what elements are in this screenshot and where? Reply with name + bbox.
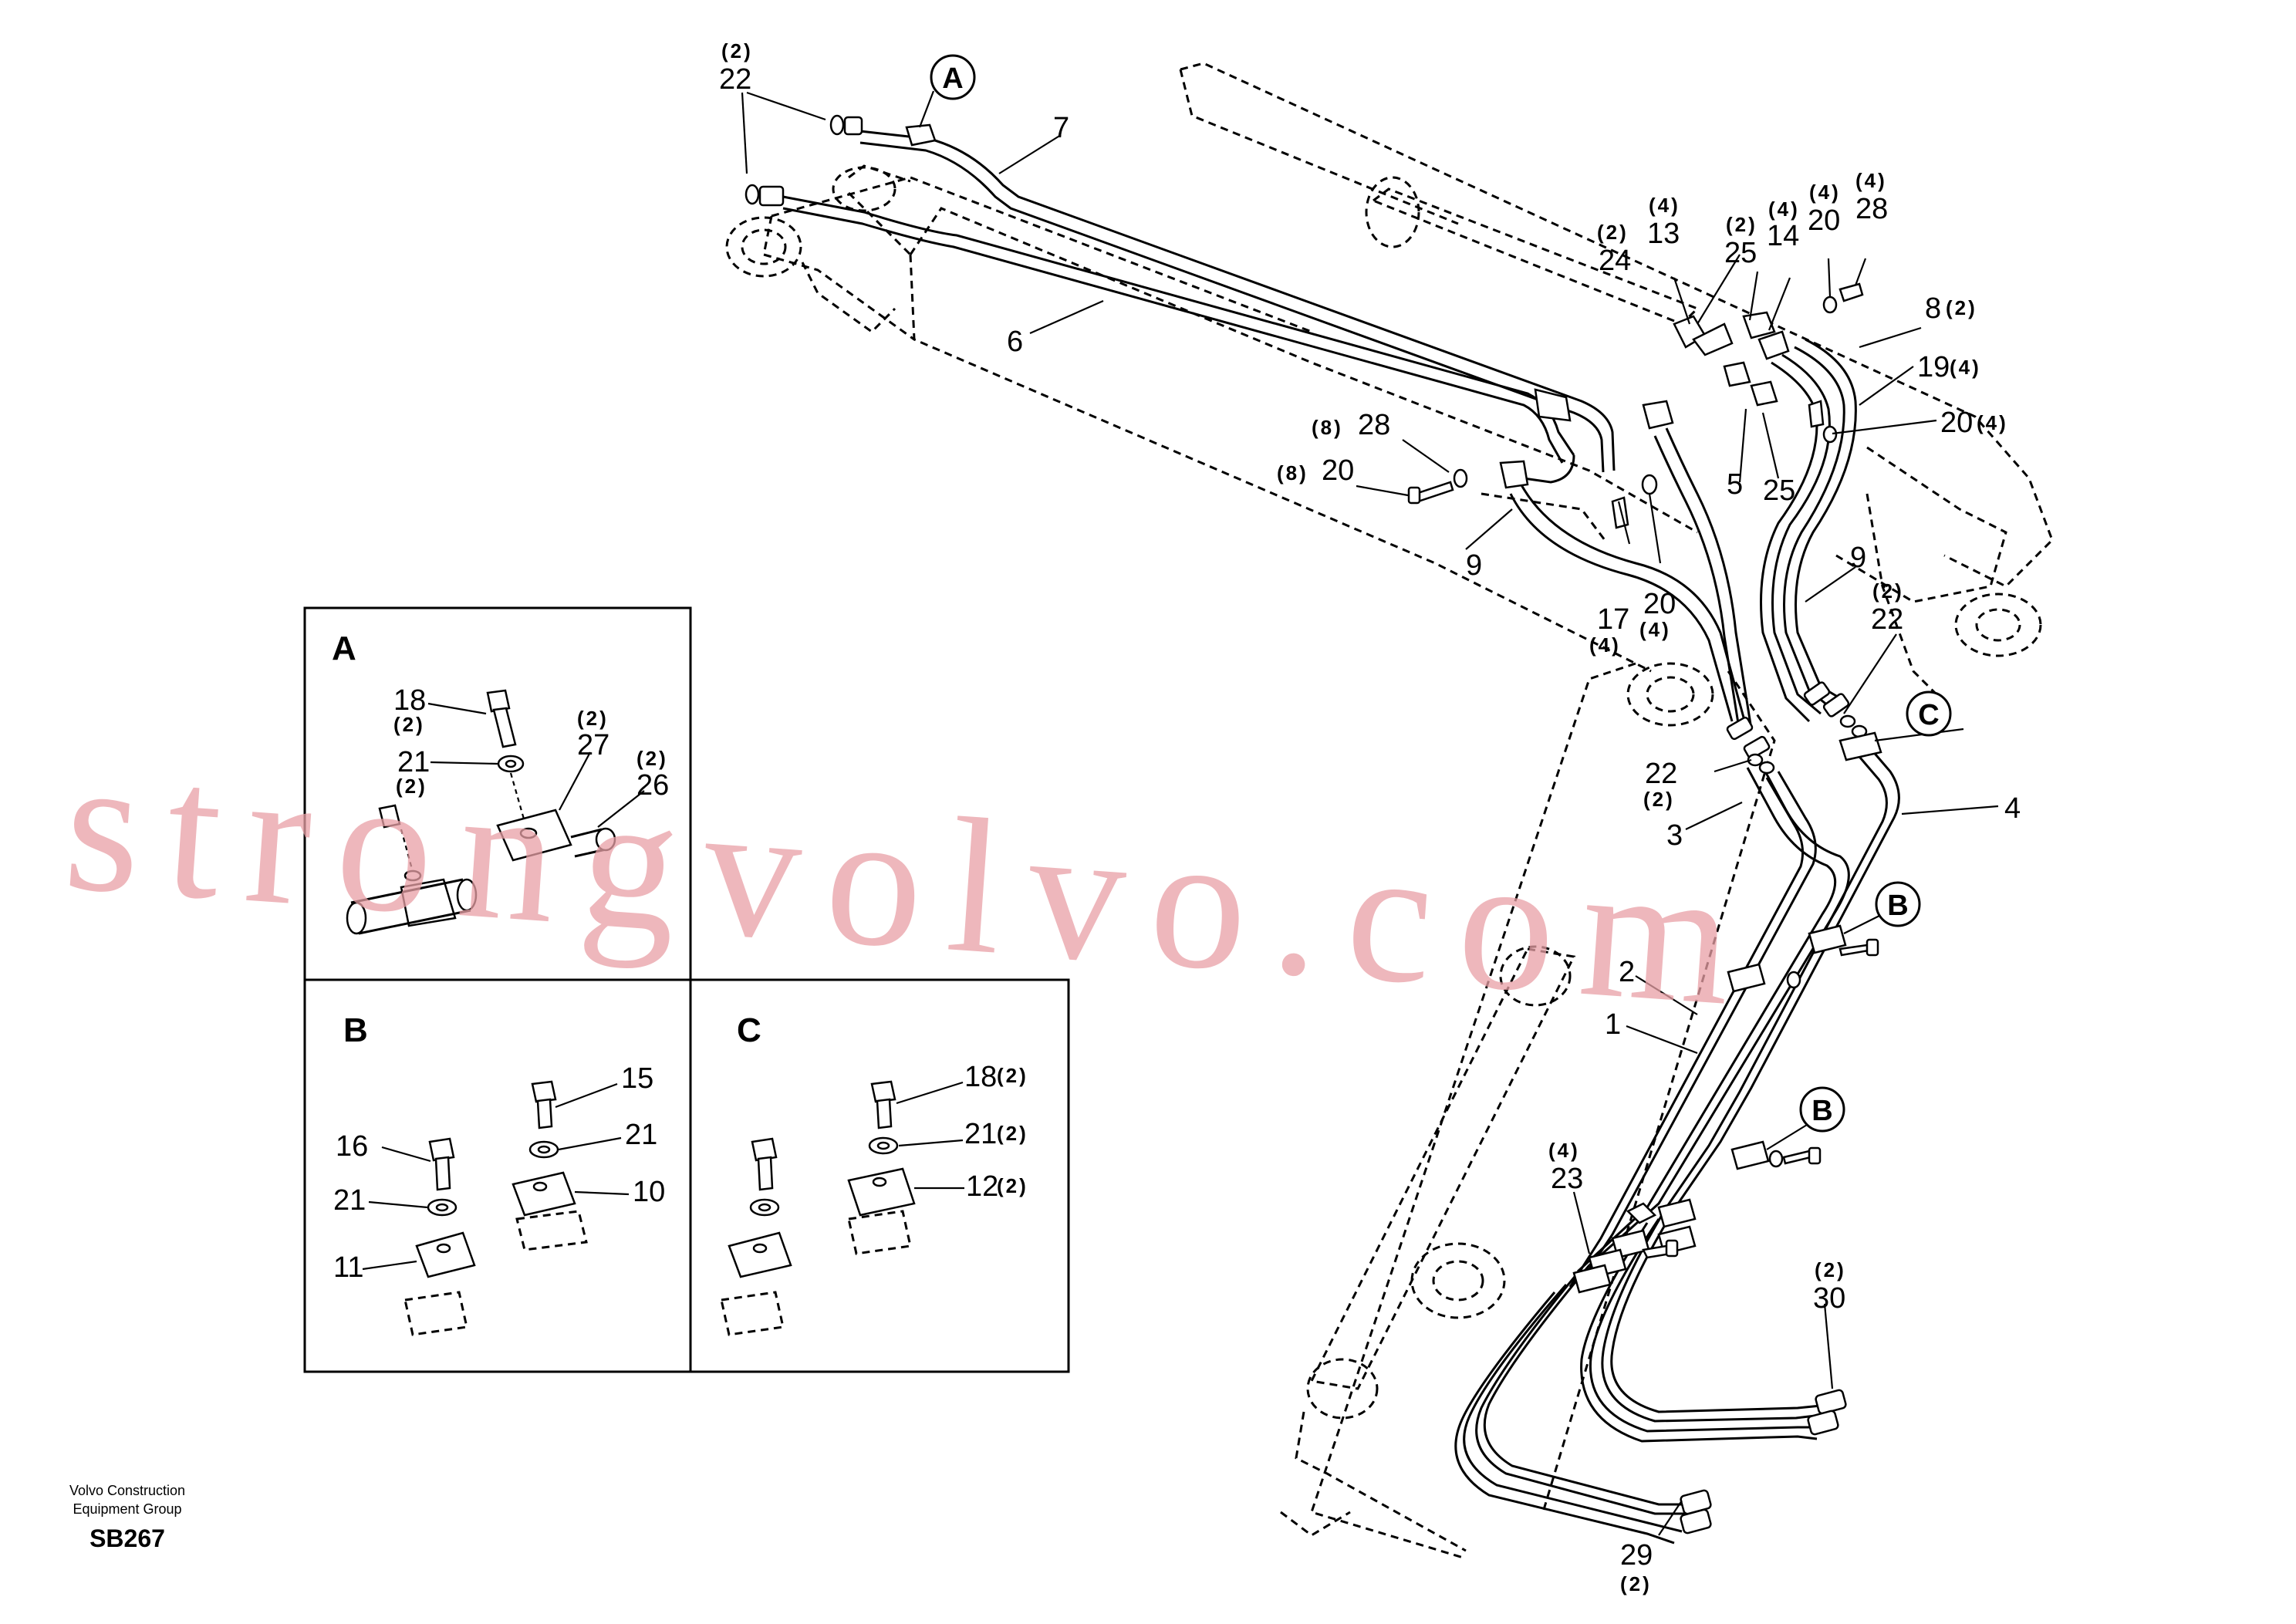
- callout-20d-number: 20: [1322, 454, 1354, 487]
- inset-c-frame: [689, 978, 1070, 1373]
- inset-b-callout-21b-number: 21: [333, 1184, 366, 1217]
- inset-a-callout-27-number: 27: [577, 729, 609, 761]
- callout-5-number: 5: [1727, 468, 1743, 501]
- inset-c-callout-18-qty: (2): [997, 1064, 1028, 1087]
- inset-a-callout-27-qty: (2): [577, 707, 609, 730]
- watermark-text: strongvolvo.com: [59, 717, 1764, 1048]
- inset-panels: A B C: [303, 606, 1070, 1373]
- inset-b-callout-21a-number: 21: [625, 1119, 657, 1151]
- inset-b-callout-11-number: 11: [333, 1251, 363, 1284]
- callout-28a-number: 28: [1855, 193, 1888, 225]
- callout-19-number: 19: [1917, 351, 1950, 383]
- inset-c-title: C: [737, 1011, 761, 1049]
- inset-a-callout-18-qty: (2): [393, 713, 425, 736]
- callout-25a-number: 25: [1724, 237, 1757, 269]
- callout-14-qty: (4): [1768, 198, 1800, 221]
- inset-c-callout-12-qty: (2): [997, 1174, 1028, 1197]
- inset-a-callout-21-number: 21: [397, 746, 430, 778]
- callout-19-qty: (4): [1950, 356, 1981, 379]
- inset-c-callout-21-number: 21: [964, 1118, 997, 1150]
- callout-20a-number: 20: [1643, 588, 1676, 620]
- fittings: [745, 114, 1882, 1535]
- callout-8-qty: (2): [1946, 296, 1977, 319]
- callout-22c-number: 22: [1871, 603, 1903, 636]
- callout-20a-qty: (4): [1639, 618, 1671, 641]
- svg-text:B: B: [1811, 1095, 1832, 1127]
- callout-22b-number: 22: [1645, 758, 1677, 790]
- callout-4-number: 4: [2004, 792, 2021, 825]
- callout-22c-qty: (2): [1872, 579, 1904, 603]
- callout-25a-qty: (2): [1726, 213, 1757, 236]
- callout-23-number: 23: [1551, 1163, 1583, 1195]
- callout-9b-number: 9: [1850, 542, 1866, 574]
- callout-2-number: 2: [1619, 956, 1635, 988]
- inset-b-title: B: [343, 1011, 368, 1049]
- callout-24-number: 24: [1599, 245, 1631, 277]
- leader-lines: [741, 90, 1999, 1536]
- callout-22a-qty: (2): [721, 39, 753, 62]
- inset-b-parts: 15 21 10 16 21 11: [333, 1062, 665, 1336]
- callout-20b-number: 20: [1808, 204, 1840, 237]
- callout-24-qty: (2): [1597, 221, 1629, 244]
- detail-marker-b-lower[interactable]: B: [1799, 1086, 1845, 1133]
- inset-a-callout-18-number: 18: [393, 684, 426, 717]
- callout-17-qty: (4): [1589, 633, 1621, 657]
- callouts: (2) 22 7 6 (8) 28 (8) 20 9 17 (4) 20 (4)…: [719, 39, 2021, 1595]
- callout-13-qty: (4): [1649, 194, 1680, 217]
- inset-a-callout-21-qty: (2): [396, 775, 427, 798]
- callout-22b-qty: (2): [1643, 788, 1675, 811]
- hydraulic-lines: [782, 130, 1900, 1545]
- callout-29-number: 29: [1620, 1539, 1653, 1572]
- detail-marker-b-upper[interactable]: B: [1875, 881, 1921, 927]
- detail-marker-a[interactable]: A: [930, 54, 976, 100]
- callout-30-qty: (2): [1815, 1258, 1846, 1281]
- callout-20b-qty: (4): [1809, 181, 1841, 204]
- inset-a-callout-26-number: 26: [636, 769, 669, 802]
- callout-28a-qty: (4): [1855, 169, 1887, 192]
- drawing-code: SB267: [89, 1524, 165, 1552]
- svg-text:B: B: [1887, 890, 1908, 922]
- footer: Volvo Construction Equipment Group SB267: [69, 1483, 185, 1552]
- svg-text:C: C: [1918, 699, 1939, 731]
- inset-c-callout-18-number: 18: [964, 1061, 997, 1093]
- callout-29-qty: (2): [1620, 1572, 1652, 1595]
- callout-23-qty: (4): [1548, 1139, 1580, 1162]
- callout-3-number: 3: [1666, 819, 1683, 852]
- inset-a-title: A: [332, 630, 356, 667]
- svg-text:A: A: [942, 62, 963, 95]
- detail-markers: A B B C: [930, 54, 1952, 1133]
- machine-outline-dashed: [725, 62, 2054, 1560]
- inset-b-callout-15-number: 15: [621, 1062, 653, 1095]
- callout-13-number: 13: [1647, 218, 1680, 250]
- inset-a-callout-26-qty: (2): [636, 747, 668, 770]
- callout-6-number: 6: [1007, 326, 1023, 358]
- callout-25b-number: 25: [1763, 474, 1795, 507]
- callout-8-number: 8: [1925, 292, 1941, 325]
- callout-20d-qty: (8): [1277, 461, 1308, 484]
- inset-b-callout-16-number: 16: [336, 1130, 368, 1163]
- inset-c-callout-21-qty: (2): [997, 1122, 1028, 1145]
- inset-c-callout-12-number: 12: [966, 1170, 998, 1203]
- callout-20c-qty: (4): [1977, 411, 2008, 434]
- callout-22a-number: 22: [719, 63, 751, 96]
- callout-28b-number: 28: [1358, 409, 1390, 441]
- callout-1-number: 1: [1605, 1008, 1621, 1041]
- detail-marker-c[interactable]: C: [1906, 690, 1952, 737]
- callout-28b-qty: (8): [1312, 416, 1343, 439]
- inset-b-callout-10-number: 10: [633, 1176, 665, 1208]
- footer-company-line1: Volvo Construction: [69, 1483, 185, 1498]
- inset-a-parts: 18 (2) 21 (2) (2) 27 (2) 26: [346, 684, 669, 935]
- callout-20c-number: 20: [1940, 407, 1973, 439]
- callout-9a-number: 9: [1466, 549, 1482, 582]
- callout-14-number: 14: [1767, 220, 1799, 252]
- callout-17-number: 17: [1597, 603, 1629, 636]
- callout-7-number: 7: [1053, 112, 1069, 144]
- footer-company-line2: Equipment Group: [73, 1501, 181, 1517]
- inset-c-parts: 18 (2) 21 (2) 12 (2): [720, 1061, 1028, 1336]
- callout-30-number: 30: [1813, 1282, 1845, 1315]
